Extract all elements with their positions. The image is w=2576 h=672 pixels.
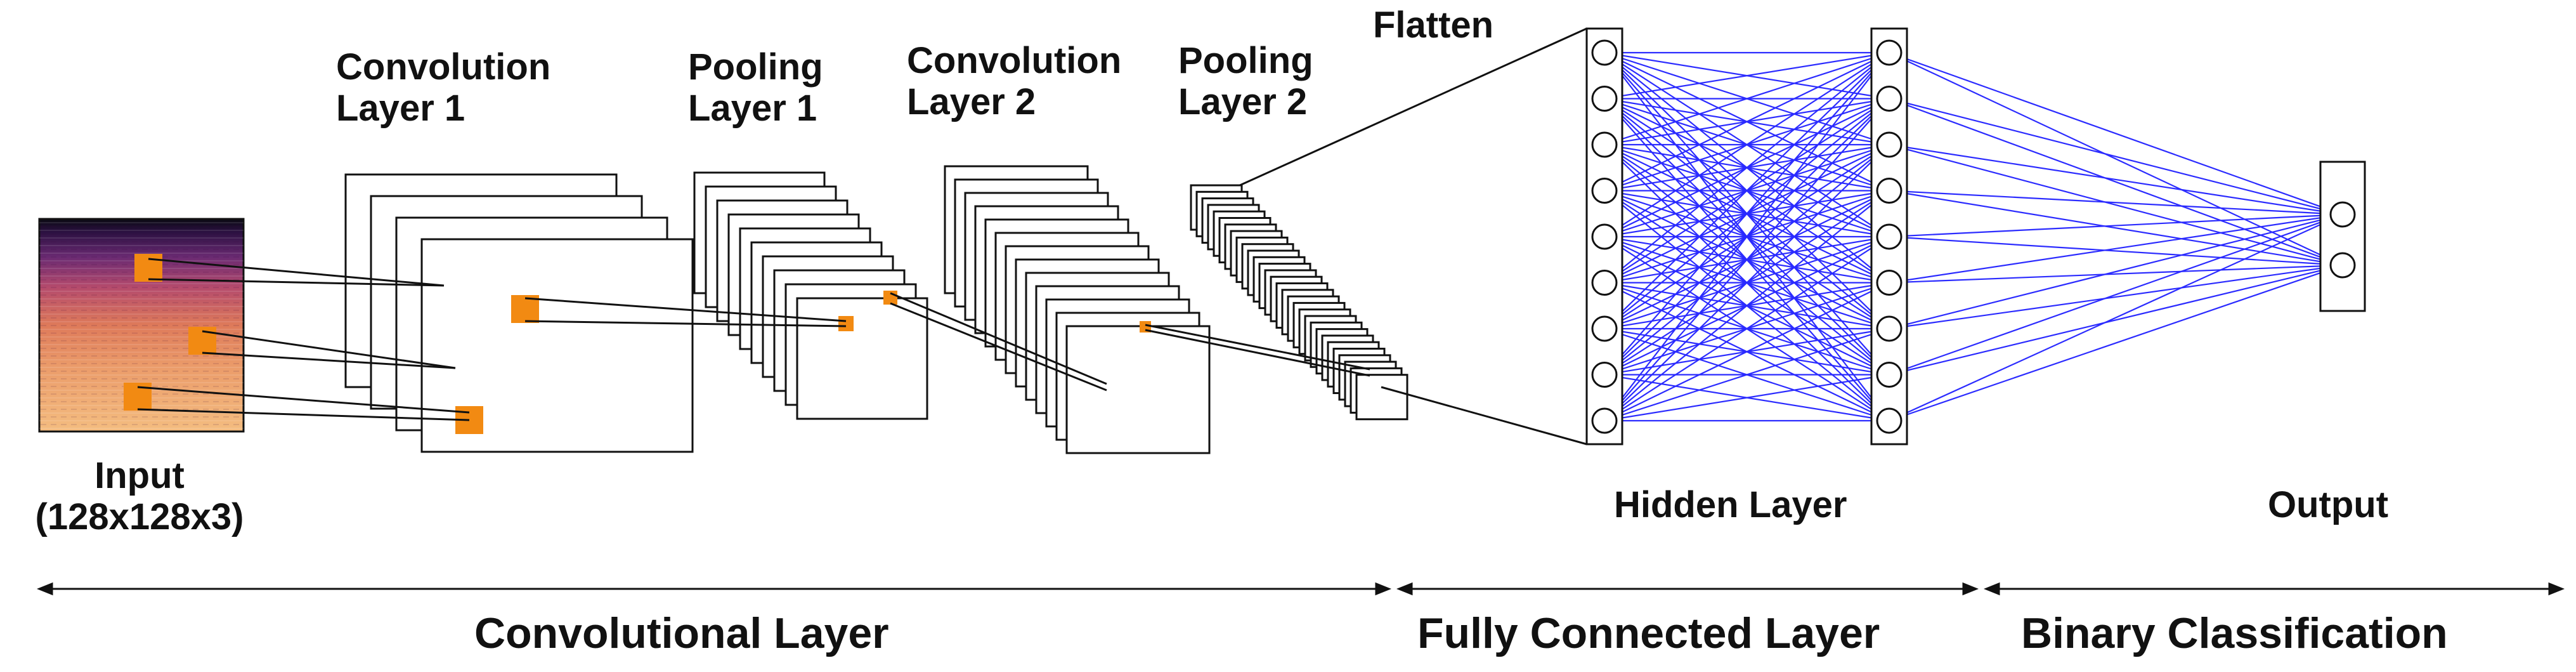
edge-h2-6-out-2: [1889, 264, 2343, 284]
hidden2-node-2: [1876, 86, 1903, 112]
edge-h1-5-h2-1: [1604, 52, 1890, 237]
edge-h2-3-out-2: [1889, 143, 2343, 267]
edge-h2-8-out-1: [1889, 213, 2343, 376]
section-fully-connected-layer: Fully Connected Layer: [1417, 609, 1880, 657]
pool1-patch-b: [883, 291, 897, 305]
edge-h2-1-out-1: [1889, 51, 2343, 216]
hidden2-node-6: [1876, 270, 1903, 296]
input-patch-3: [124, 383, 152, 411]
hidden1-node-3: [1591, 131, 1618, 158]
conv2-map-13: [1065, 325, 1211, 454]
edge-h2-9-out-1: [1889, 213, 2343, 422]
hidden2-node-8: [1876, 362, 1903, 388]
hidden2-node-4: [1876, 178, 1903, 204]
edge-h2-4-out-2: [1889, 190, 2343, 267]
convolution-connection-lines: [137, 258, 1370, 421]
flatten-funnel: [1239, 27, 1587, 445]
conv1-label: Convolution Layer 1: [336, 46, 551, 129]
hidden1-node-2: [1591, 86, 1618, 112]
edge-h1-9-h2-8: [1604, 374, 1890, 422]
edge-h2-5-out-1: [1889, 213, 2343, 238]
edge-h2-5-out-2: [1889, 235, 2343, 267]
output-box: [2319, 161, 2366, 312]
section-binary-classification: Binary Classification: [2021, 609, 2448, 657]
edge-h2-6-out-1: [1889, 213, 2343, 284]
hidden-column-1-nodes: [1591, 39, 1618, 434]
hidden1-node-9: [1591, 407, 1618, 434]
section-arrows: [36, 582, 2565, 596]
edge-h2-1-out-2: [1889, 52, 2343, 266]
hidden1-node-7: [1591, 315, 1618, 342]
hidden2-node-3: [1876, 131, 1903, 158]
edge-h1-9-h2-5: [1604, 236, 1890, 421]
edge-h1-9-h2-6: [1604, 282, 1890, 421]
hidden2-node-9: [1876, 407, 1903, 434]
edge-h2-2-out-2: [1889, 98, 2343, 267]
hidden-layer-label: Hidden Layer: [1614, 484, 1847, 525]
hidden1-node-1: [1591, 39, 1618, 66]
edge-h1-6-h2-1: [1604, 52, 1890, 284]
edge-h1-4-h2-1: [1604, 52, 1890, 192]
section-convolutional-layer: Convolutional Layer: [474, 609, 889, 657]
hidden2-node-1: [1876, 39, 1903, 66]
flatten-label: Flatten: [1373, 4, 1494, 46]
pool1-map-10: [796, 297, 928, 420]
edge-h1-3-h2-1: [1604, 51, 1890, 146]
edge-h1-2-h2-1: [1604, 51, 1890, 100]
pooling-layer-1-stack: [693, 171, 928, 420]
output-node-1: [2329, 201, 2356, 228]
edge-h2-2-out-1: [1889, 98, 2343, 216]
input-patch-2: [188, 327, 216, 355]
input-label: Input (128x128x3): [35, 455, 244, 537]
conv-layer-2-stack: [944, 165, 1211, 454]
edge-h1-7-h2-1: [1604, 52, 1890, 329]
hidden1-node-8: [1591, 362, 1618, 388]
edge-h1-8-h2-1: [1604, 52, 1890, 376]
output-node-2: [2329, 252, 2356, 279]
hidden-column-2-nodes: [1876, 39, 1903, 434]
edge-h1-9-h2-7: [1604, 327, 1890, 422]
edge-h2-8-out-2: [1889, 264, 2343, 376]
pool2-label: Pooling Layer 2: [1178, 40, 1313, 122]
hidden2-node-5: [1876, 223, 1903, 250]
pool2-map-30: [1355, 374, 1408, 421]
output-nodes: [2329, 201, 2356, 279]
hidden1-node-5: [1591, 223, 1618, 250]
edge-h1-9-h2-1: [1604, 52, 1890, 421]
edge-h2-3-out-1: [1889, 143, 2343, 216]
hidden2-node-7: [1876, 315, 1903, 342]
edge-h2-4-out-1: [1889, 190, 2343, 216]
fc-edges-output: [1889, 51, 2343, 422]
pool1-patch: [838, 316, 854, 331]
conv2-label: Convolution Layer 2: [907, 40, 1122, 122]
hidden1-node-6: [1591, 270, 1618, 296]
hidden1-node-4: [1591, 178, 1618, 204]
output-label: Output: [2268, 484, 2389, 525]
pooling-layer-2-stack: [1190, 184, 1408, 421]
edge-h2-7-out-1: [1889, 213, 2343, 330]
edge-h2-7-out-2: [1889, 264, 2343, 330]
edge-h1-9-h2-4: [1604, 190, 1890, 421]
fc-edges-hidden: [1604, 51, 1890, 422]
pool1-label: Pooling Layer 1: [688, 46, 823, 129]
edge-h1-9-h2-2: [1604, 98, 1890, 421]
edge-h1-9-h2-3: [1604, 144, 1890, 421]
edge-h2-9-out-2: [1889, 264, 2343, 422]
input-patch-1: [134, 254, 162, 282]
